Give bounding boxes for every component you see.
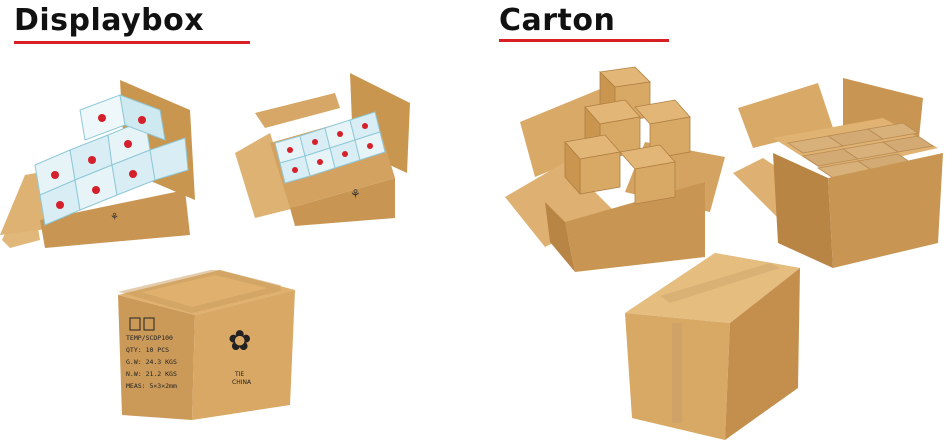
displaybox-open-large-image: ⚘ (0, 70, 205, 250)
carton-title: Carton (499, 3, 616, 38)
svg-text:TIE: TIE (234, 371, 244, 378)
svg-text:⚘: ⚘ (350, 187, 361, 201)
svg-text:✿: ✿ (228, 324, 251, 357)
displaybox-title: Displaybox (14, 3, 205, 38)
svg-text:CHINA: CHINA (232, 379, 252, 386)
carton-open-small-boxes-image (505, 62, 730, 277)
svg-text:N.W: 21.2 KGS: N.W: 21.2 KGS (126, 370, 177, 378)
svg-text:QTY: 10 PCS: QTY: 10 PCS (126, 346, 169, 354)
displaybox-closed-image: TEMP/SCDP100 QTY: 10 PCS G.W: 24.3 KGS N… (110, 270, 300, 425)
carton-underline (499, 39, 669, 42)
svg-text:G.W: 24.3 KGS: G.W: 24.3 KGS (126, 358, 177, 366)
svg-text:MEAS: 5×3×2mm: MEAS: 5×3×2mm (126, 382, 177, 390)
displaybox-open-small-image: ⚘ (235, 68, 420, 228)
svg-text:TEMP/SCDP100: TEMP/SCDP100 (126, 334, 173, 342)
displaybox-underline (14, 41, 250, 44)
carton-open-packs-image (733, 78, 948, 268)
carton-closed-image (620, 248, 805, 443)
svg-text:⚘: ⚘ (110, 212, 119, 223)
